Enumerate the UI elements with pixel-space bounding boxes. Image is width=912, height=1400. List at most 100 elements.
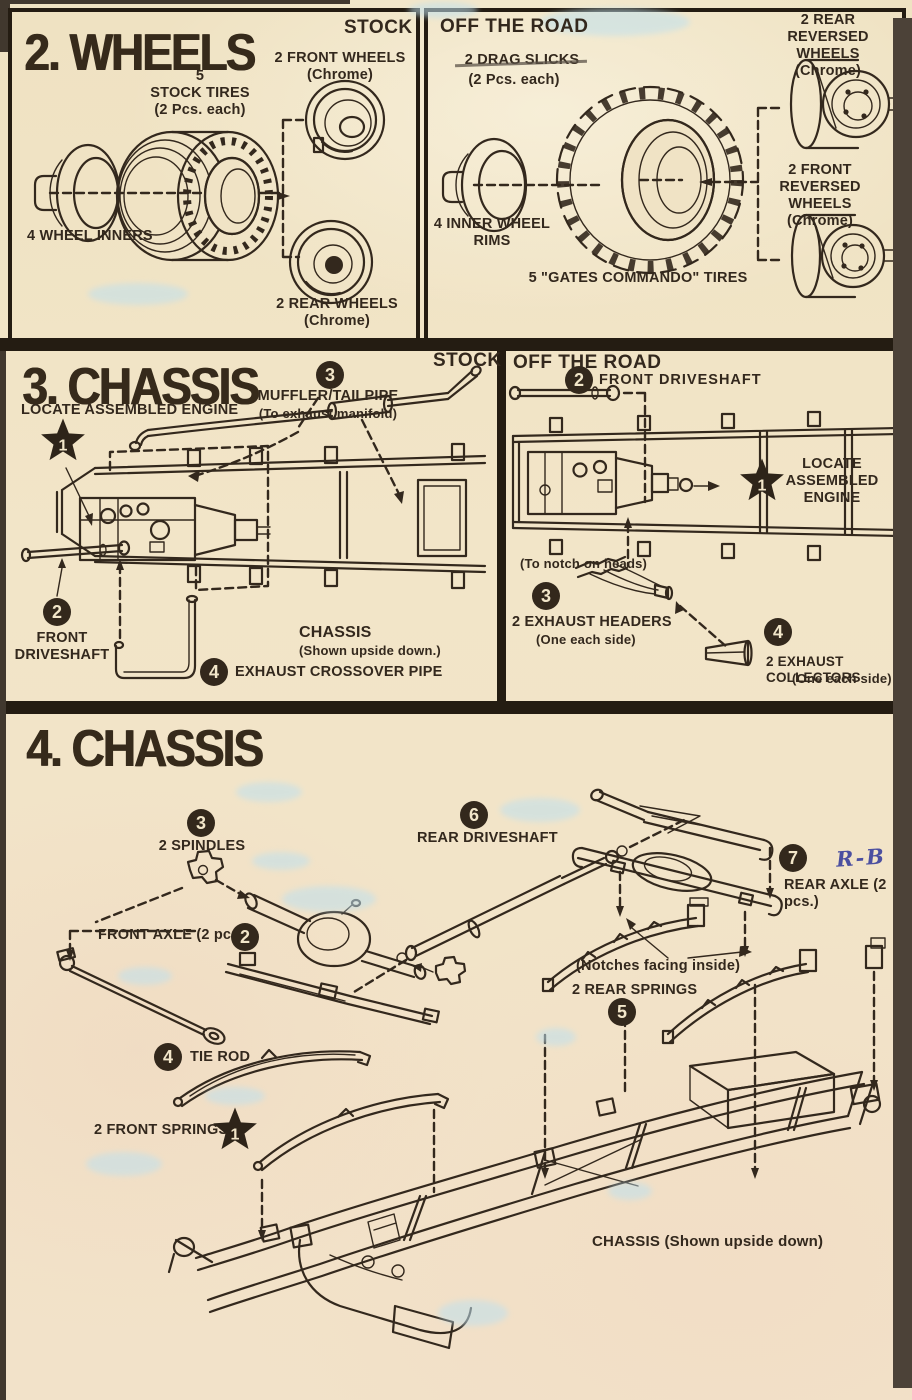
rear-reversed-wheel-drawing xyxy=(789,58,905,150)
step-marker-3: 3 xyxy=(532,582,560,610)
stock-tire-drawing xyxy=(115,130,290,262)
rear-wheel-drawing xyxy=(288,219,374,305)
or-front-driveshaft-label: FRONT DRIVESHAFT xyxy=(599,372,762,388)
step-marker-3: 3 xyxy=(316,361,344,389)
front-spring-low-drawing xyxy=(252,1092,450,1241)
collectors-sub: (One each side) xyxy=(792,671,892,686)
or-locate-engine-label: LOCATE ASSEMBLED ENGINE xyxy=(785,456,879,507)
smudge xyxy=(500,798,580,822)
wheel-inners-label: 4 WHEEL INNERS xyxy=(27,228,153,244)
collectors-label: 2 EXHAUST COLLECTORS xyxy=(766,654,861,685)
muffler-sub: (To exhaust manifold) xyxy=(258,406,398,421)
front-spring-mid-drawing xyxy=(172,1048,372,1108)
stock-chassis-frame-drawing xyxy=(55,442,487,590)
step-marker-3: 3 xyxy=(187,809,215,837)
notches-label: (Notches facing inside) xyxy=(576,958,741,974)
smudge xyxy=(608,1182,652,1200)
front-springs-label: 2 FRONT SPRINGS xyxy=(94,1122,229,1138)
divider-bar-2 xyxy=(0,701,905,714)
rear-axle-lower-drawing xyxy=(571,846,783,957)
front-reversed-label: 2 FRONT REVERSED WHEELS (Chrome) xyxy=(779,162,861,230)
exhaust-collector-drawing xyxy=(704,639,753,667)
scan-edge-right xyxy=(893,18,912,1388)
star-number: 1 xyxy=(757,477,767,495)
stock-bracket-dashes xyxy=(281,118,305,259)
notch-label: (To notch on heads) xyxy=(520,556,648,571)
front-wheel-drawing xyxy=(304,79,386,161)
step-marker-7: 7 xyxy=(779,844,807,872)
gates-commando-label: 5 "GATES COMMANDO" TIRES xyxy=(528,270,748,286)
star-arrow xyxy=(65,467,91,519)
step-marker-4: 4 xyxy=(764,618,792,646)
muffler-label: MUFFLER/TAILPIPE xyxy=(257,388,399,404)
step-marker-5: 5 xyxy=(608,998,636,1026)
headers-sub: (One each side) xyxy=(536,632,636,647)
chassis-sub: (Shown upside down.) xyxy=(299,642,441,658)
step-marker-6: 6 xyxy=(460,801,488,829)
smudge xyxy=(88,283,188,305)
front-wheels-label: 2 FRONT WHEELS (Chrome) xyxy=(274,50,406,84)
stock-engine-drawing xyxy=(78,444,271,592)
spindle-drawing xyxy=(66,849,250,961)
exhaust-header-drawing xyxy=(574,555,730,650)
step-marker-star-1: 1 xyxy=(40,418,86,470)
spindles-label: 2 SPINDLES xyxy=(158,838,246,854)
step-marker-2: 2 xyxy=(565,366,593,394)
smudge xyxy=(236,782,302,802)
section2-title: 2. WHEELS xyxy=(24,23,256,82)
tie-rod-drawing xyxy=(56,947,226,1045)
front-axle-label: FRONT AXLE (2 pcs.) xyxy=(98,927,249,943)
rear-springs-label: 2 REAR SPRINGS xyxy=(572,982,698,998)
step-marker-star-1: 1 xyxy=(212,1107,258,1159)
rear-reversed-label: 2 REAR REVERSED WHEELS (Chrome) xyxy=(787,12,869,80)
smudge xyxy=(86,1152,162,1176)
smudge xyxy=(408,2,478,18)
section3-offroad-tag: OFF THE ROAD xyxy=(513,352,662,373)
scan-edge-corner xyxy=(0,0,10,52)
tie-rod-label: TIE ROD xyxy=(190,1049,251,1065)
offroad-chassis-frame-drawing xyxy=(511,410,900,562)
front-reversed-wheel-drawing xyxy=(790,213,899,299)
section3-divider xyxy=(497,351,506,701)
chassis-caption: CHASSIS (Shown upside down.) xyxy=(299,607,441,660)
crossover-label: EXHAUST CROSSOVER PIPE xyxy=(235,664,443,680)
scan-edge-top xyxy=(0,0,350,4)
offroad-tire-drawing xyxy=(555,85,745,275)
locate-engine-label: LOCATE ASSEMBLED ENGINE xyxy=(21,402,239,418)
section3-title: 3. CHASSIS xyxy=(22,357,260,416)
rear-spring-left-drawing xyxy=(541,897,709,993)
stock-tires-label: 5 STOCK TIRES (2 Pcs. each) xyxy=(150,68,250,119)
divider-bar-1 xyxy=(0,338,905,351)
crossover-pipe-drawing xyxy=(113,559,199,680)
step-marker-4: 4 xyxy=(154,1043,182,1071)
rear-driveshaft-drawing xyxy=(352,816,690,994)
section2-stock-tag: STOCK xyxy=(344,17,413,38)
spring-bracket-drawing xyxy=(541,918,886,1179)
step-marker-2: 2 xyxy=(43,598,71,626)
axle-member-drawing xyxy=(224,951,440,1026)
front-driveshaft-label: FRONT DRIVESHAFT xyxy=(14,630,110,664)
chassis-word: CHASSIS xyxy=(299,624,372,642)
rear-axle-upper-drawing xyxy=(590,788,774,861)
step-marker-4: 4 xyxy=(200,658,228,686)
star-number: 1 xyxy=(58,437,68,455)
smudge xyxy=(282,886,376,912)
arrowhead xyxy=(85,513,93,526)
section2-offroad-tag: OFF THE ROAD xyxy=(440,16,589,37)
rear-driveshaft-label: REAR DRIVESHAFT xyxy=(417,830,558,846)
smudge xyxy=(118,967,172,985)
step-marker-2: 2 xyxy=(231,923,259,951)
rear-spring-right-drawing xyxy=(661,948,818,1045)
scan-edge-left xyxy=(0,351,6,1400)
offroad-driveshaft-drawing xyxy=(508,384,647,504)
rear-axle-label: REAR AXLE (2 pcs.) xyxy=(784,877,887,911)
smudge xyxy=(540,8,690,36)
muffler-tailpipe-drawing xyxy=(128,365,482,504)
handwritten-note: R-B xyxy=(835,843,887,872)
rear-wheels-label: 2 REAR WHEELS (Chrome) xyxy=(276,296,398,330)
inner-rims-label: 4 INNER WHEEL RIMS xyxy=(433,216,551,250)
headers-label: 2 EXHAUST HEADERS xyxy=(512,614,672,630)
step-marker-star-1: 1 xyxy=(739,458,785,510)
arrow xyxy=(699,178,712,186)
